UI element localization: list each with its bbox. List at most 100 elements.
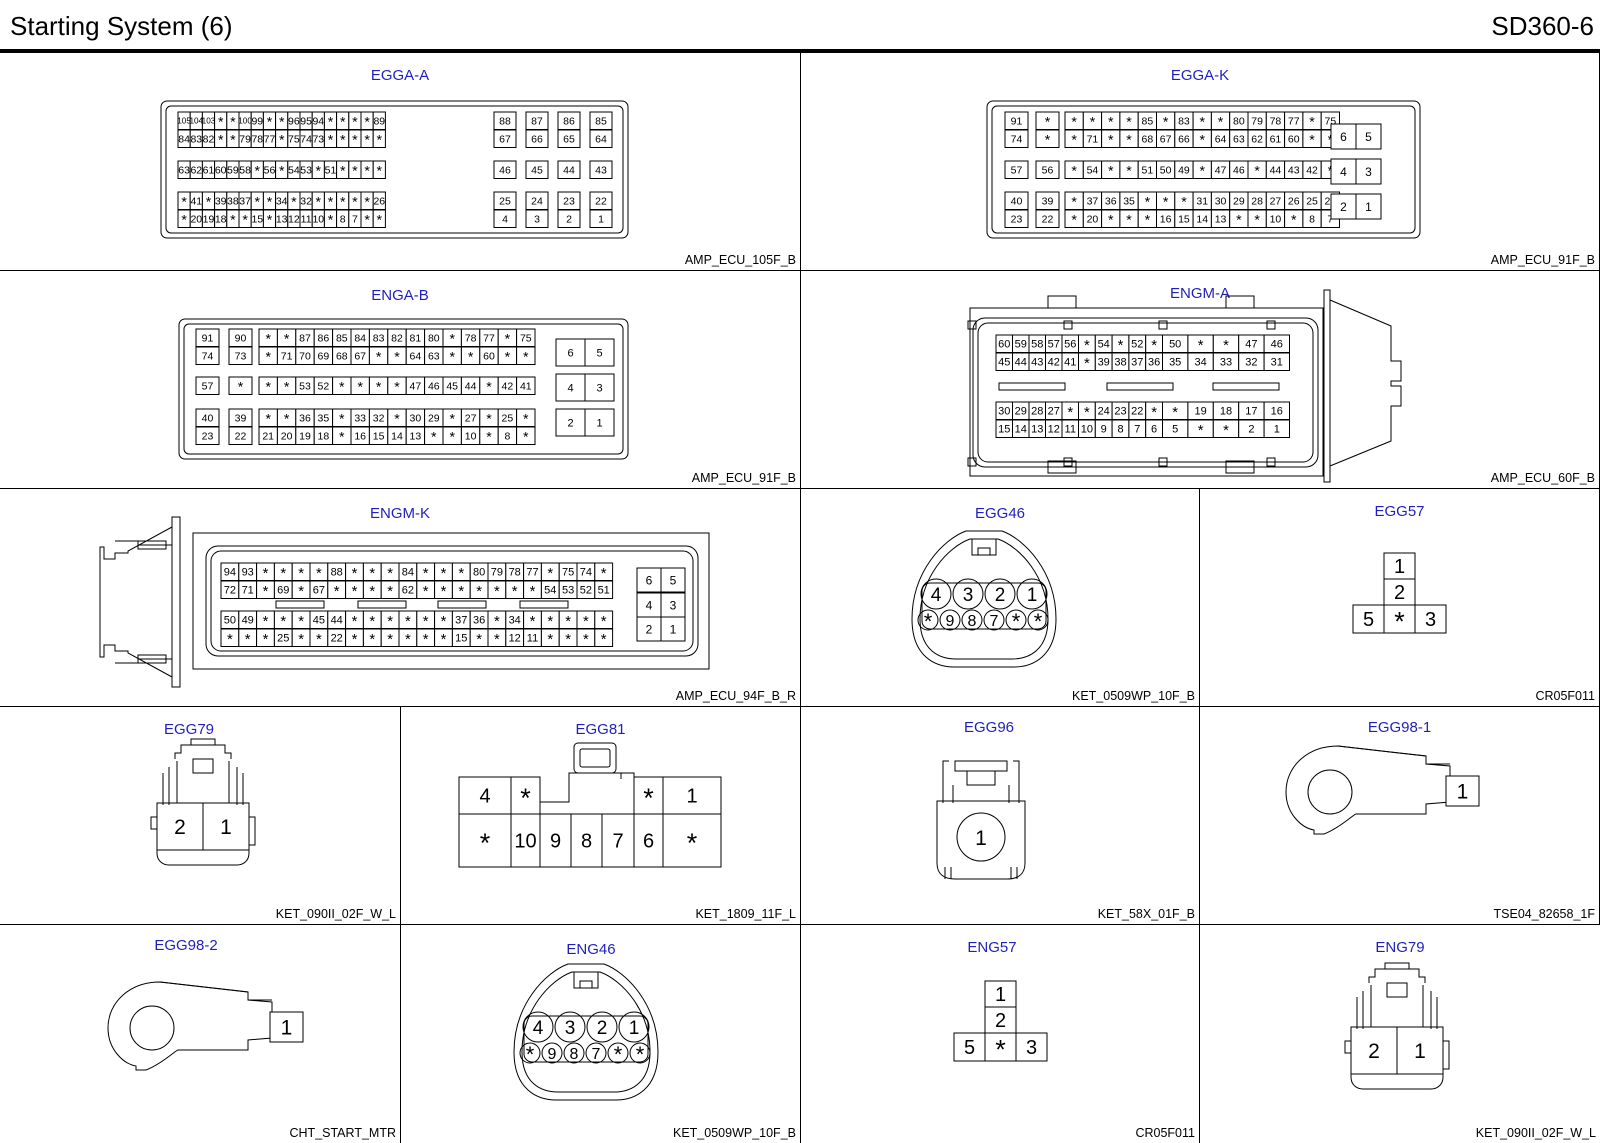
pin-label: * [1172, 405, 1178, 421]
pin-cell [525, 129, 549, 148]
pin-label: 3 [596, 382, 602, 394]
outline-rect [1266, 320, 1276, 330]
outline-rect [1063, 457, 1073, 467]
pin-label: 27 [1048, 406, 1060, 418]
pin-label: * [1108, 133, 1114, 149]
pin-label: 7 [1134, 424, 1140, 436]
pin-label: 44 [465, 381, 477, 393]
pin-label: * [230, 115, 236, 131]
pin-label: * [1108, 164, 1114, 180]
pin-label: 46 [499, 165, 511, 177]
pin-label: 31 [1196, 196, 1208, 208]
pin-label: 52 [1131, 339, 1143, 351]
pin-cell [584, 373, 615, 402]
pin-label: 30 [1215, 196, 1227, 208]
pin-label: 2 [995, 1010, 1006, 1032]
pin-label: * [377, 133, 383, 149]
pin-label: * [387, 632, 393, 648]
pin-label: * [449, 350, 455, 366]
pin-label: 65 [563, 134, 575, 146]
pin-label: 5 [596, 347, 602, 359]
pin-label: 66 [1178, 134, 1190, 146]
pin-cell [493, 160, 517, 179]
pin-label: 50 [1160, 165, 1172, 177]
pin-label: 33 [354, 413, 366, 425]
pin-label: * [242, 213, 248, 229]
pin-label: * [369, 632, 375, 648]
pin-label: * [1163, 195, 1169, 211]
pin-label: 39 [235, 413, 247, 425]
pin-label: 5 [670, 573, 677, 587]
pin-label: * [423, 566, 429, 582]
pin-label: * [494, 614, 500, 630]
pin-label: * [1045, 115, 1051, 131]
outline-circle [952, 578, 984, 610]
pin-label: 94 [224, 567, 236, 579]
outline-path [569, 772, 622, 779]
pin-label: * [255, 164, 261, 180]
pin-label: 4 [1340, 165, 1347, 179]
pin-label: 67 [354, 351, 366, 363]
outline-rect [967, 457, 977, 467]
pin-label: * [449, 430, 455, 446]
pin-label: 20 [190, 214, 202, 226]
pin-label: 69 [318, 351, 330, 363]
connector-title: ENG79 [1375, 939, 1425, 956]
pin-cell [525, 160, 549, 179]
pin-label: * [218, 133, 224, 149]
pin-label: 50 [1169, 339, 1181, 351]
pin-label: 83 [190, 134, 202, 146]
pin-label: 6 [1340, 130, 1347, 144]
pin-cell [1414, 604, 1447, 634]
pin-label: * [458, 566, 464, 582]
pin-label: 63 [1233, 134, 1245, 146]
pin-label: 35 [318, 413, 330, 425]
pin-label: 2 [597, 1018, 608, 1039]
pin-label: 38 [227, 196, 239, 208]
pin-label: 3 [963, 585, 974, 606]
pin-label: * [265, 412, 271, 428]
pin-label: * [476, 632, 482, 648]
pin-label: 75 [1325, 116, 1337, 128]
outline-circle [956, 812, 1006, 862]
pin-label: * [449, 412, 455, 428]
pin-label: 84 [354, 333, 366, 345]
pin-label: 15 [251, 214, 263, 226]
pin-label: 7 [352, 214, 358, 226]
pin-label: * [1071, 213, 1077, 229]
pin-label: * [284, 412, 290, 428]
pin-label: * [1090, 115, 1096, 131]
pin-cell [372, 129, 386, 148]
outline-rect [966, 770, 996, 786]
pin-label: 94 [312, 116, 324, 128]
egg98-1-diagram: 1 [1285, 745, 1480, 835]
pin-label: * [376, 350, 382, 366]
header-rule [0, 49, 1600, 53]
pin-label: 56 [1042, 165, 1054, 177]
pin-label: 2 [174, 816, 186, 839]
pin-label: * [298, 632, 304, 648]
pin-label: * [423, 614, 429, 630]
pin-label: 2 [995, 585, 1006, 606]
page-code: SD360-6 [1491, 11, 1594, 41]
pin-label: * [1198, 338, 1204, 354]
pin-label: * [364, 115, 370, 131]
pin-label: 14 [391, 431, 403, 443]
pin-label: 29 [1015, 406, 1027, 418]
pin-label: 63 [428, 351, 440, 363]
pin-label: 41 [1064, 357, 1076, 369]
pin-label: * [1199, 133, 1205, 149]
pin-label: * [280, 614, 286, 630]
connector-title: ENGA-B [371, 287, 429, 304]
pin-label: * [1218, 115, 1224, 131]
pin-label: 52 [580, 585, 592, 597]
outline-path [1337, 745, 1427, 757]
pin-label: * [328, 133, 334, 149]
pin-label: * [284, 380, 290, 396]
pin-label: * [364, 195, 370, 211]
pin-label: 62 [1251, 134, 1263, 146]
pin-label: * [1145, 213, 1151, 229]
pin-label: 37 [455, 615, 467, 627]
